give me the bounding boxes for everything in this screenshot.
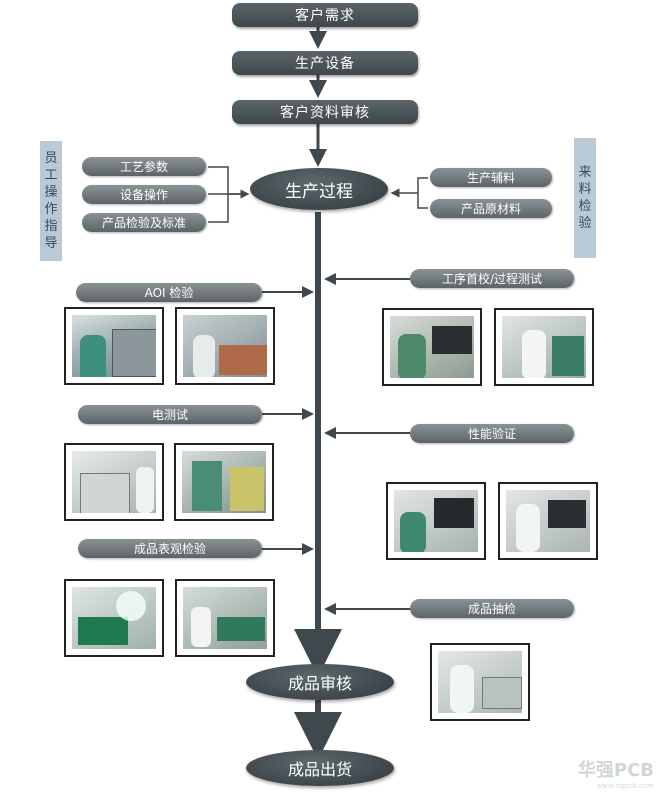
photo-performance-2 bbox=[498, 482, 598, 560]
step-first-article-test: 工序首校/过程测试 bbox=[410, 269, 574, 288]
right-tab-incoming-inspection: 来料检验 bbox=[574, 138, 596, 258]
customer-demand-box: 客户需求 bbox=[232, 3, 418, 27]
input-equipment-operation: 设备操作 bbox=[82, 185, 206, 204]
photo-aoi-machine-1 bbox=[64, 307, 164, 385]
input-raw-materials: 产品原材料 bbox=[430, 199, 552, 218]
watermark-text: 华强PCB bbox=[577, 760, 654, 781]
photo-aoi-machine-2 bbox=[175, 307, 275, 385]
photo-performance-1 bbox=[386, 482, 486, 560]
customer-data-review-box: 客户资料审核 bbox=[232, 100, 418, 124]
photo-first-article-1 bbox=[382, 308, 482, 386]
finished-review-node: 成品审核 bbox=[246, 664, 394, 700]
input-inspection-standard: 产品检验及标准 bbox=[82, 213, 206, 232]
production-equipment-box: 生产设备 bbox=[232, 51, 418, 75]
photo-first-article-2 bbox=[494, 308, 594, 386]
input-auxiliary-materials: 生产辅料 bbox=[430, 168, 552, 187]
photo-electrical-test-1 bbox=[64, 443, 164, 521]
photo-appearance-2 bbox=[175, 579, 275, 657]
finished-shipment-node: 成品出货 bbox=[246, 750, 394, 786]
production-process-node: 生产过程 bbox=[250, 168, 388, 210]
photo-appearance-1 bbox=[64, 579, 164, 657]
watermark-logo: 华强PCB www.hqpcb.com bbox=[578, 756, 654, 790]
right-inputs-bracket bbox=[417, 177, 428, 209]
input-process-params: 工艺参数 bbox=[82, 157, 206, 176]
step-performance-verification: 性能验证 bbox=[410, 424, 574, 443]
photo-electrical-test-2 bbox=[174, 443, 274, 521]
left-tab-staff-guidance: 员工操作指导 bbox=[40, 141, 62, 261]
watermark-url: www.hqpcb.com bbox=[596, 782, 654, 790]
step-aoi-inspection: AOI 检验 bbox=[76, 283, 262, 302]
photo-sampling-inspection bbox=[430, 643, 530, 721]
step-appearance-inspection: 成品表观检验 bbox=[78, 539, 262, 558]
step-electrical-test: 电测试 bbox=[78, 405, 262, 424]
step-sampling-inspection: 成品抽检 bbox=[410, 599, 574, 618]
